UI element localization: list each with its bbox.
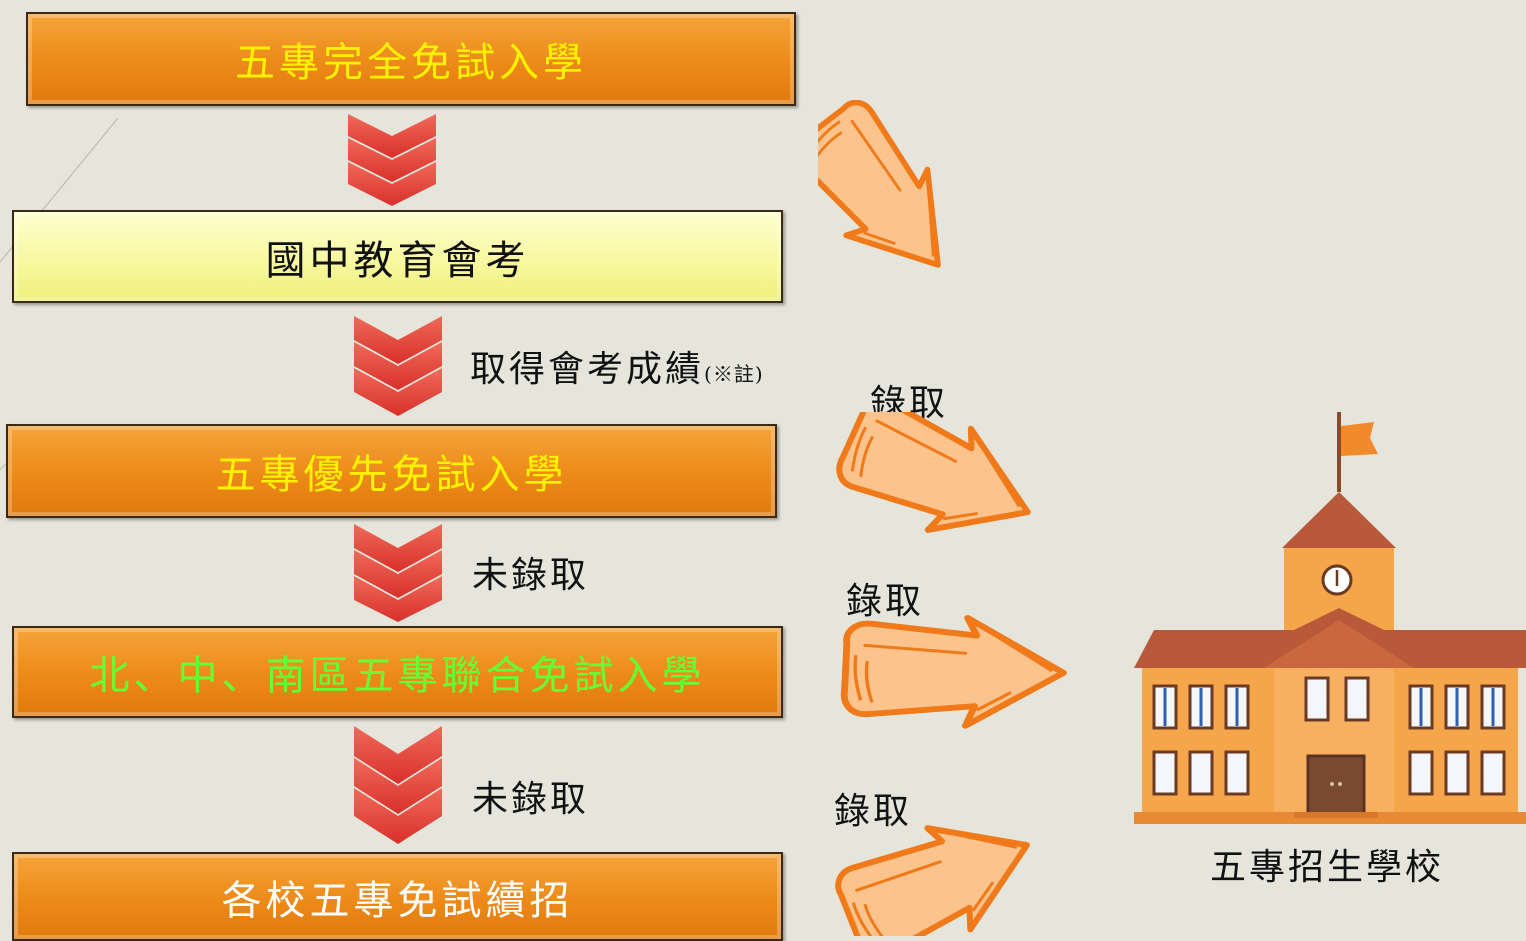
step-box-joint-exam-free: 北、中、南區五專聯合免試入學 — [12, 626, 783, 718]
admitted-arrow-icon — [836, 612, 1076, 732]
step-box-cap-exam: 國中教育會考 — [12, 210, 783, 303]
note-marker: (※註) — [704, 362, 764, 386]
admitted-arrow-icon — [832, 796, 1062, 936]
step-box-priority-exam-free: 五專優先免試入學 — [6, 424, 777, 518]
chevron-down-icon — [348, 114, 436, 206]
step-label: 五專完全免試入學 — [235, 40, 587, 86]
chevron-down-icon — [354, 316, 442, 416]
school-building-icon — [1134, 412, 1526, 824]
step-label: 北、中、南區五專聯合免試入學 — [89, 653, 706, 699]
step-label: 國中教育會考 — [265, 237, 530, 284]
chevron-down-icon — [354, 524, 442, 622]
school-label: 五專招生學校 — [1210, 847, 1445, 888]
not-admitted-label: 未錄取 — [472, 779, 590, 820]
step-label: 各校五專免試續招 — [221, 877, 574, 924]
chevron-down-icon — [354, 726, 442, 844]
admitted-arrow-icon — [828, 412, 1058, 552]
admitted-arrow-icon — [818, 100, 1018, 300]
step-box-complete-exam-free: 五專完全免試入學 — [26, 12, 796, 106]
not-admitted-label: 未錄取 — [472, 555, 590, 596]
step-box-school-supplementary: 各校五專免試續招 — [12, 852, 783, 941]
get-score-label: 取得會考成績(※註) — [470, 349, 764, 390]
admitted-label: 錄取 — [846, 581, 925, 622]
step-label: 五專優先免試入學 — [215, 452, 568, 498]
admitted-label: 錄取 — [834, 791, 913, 832]
